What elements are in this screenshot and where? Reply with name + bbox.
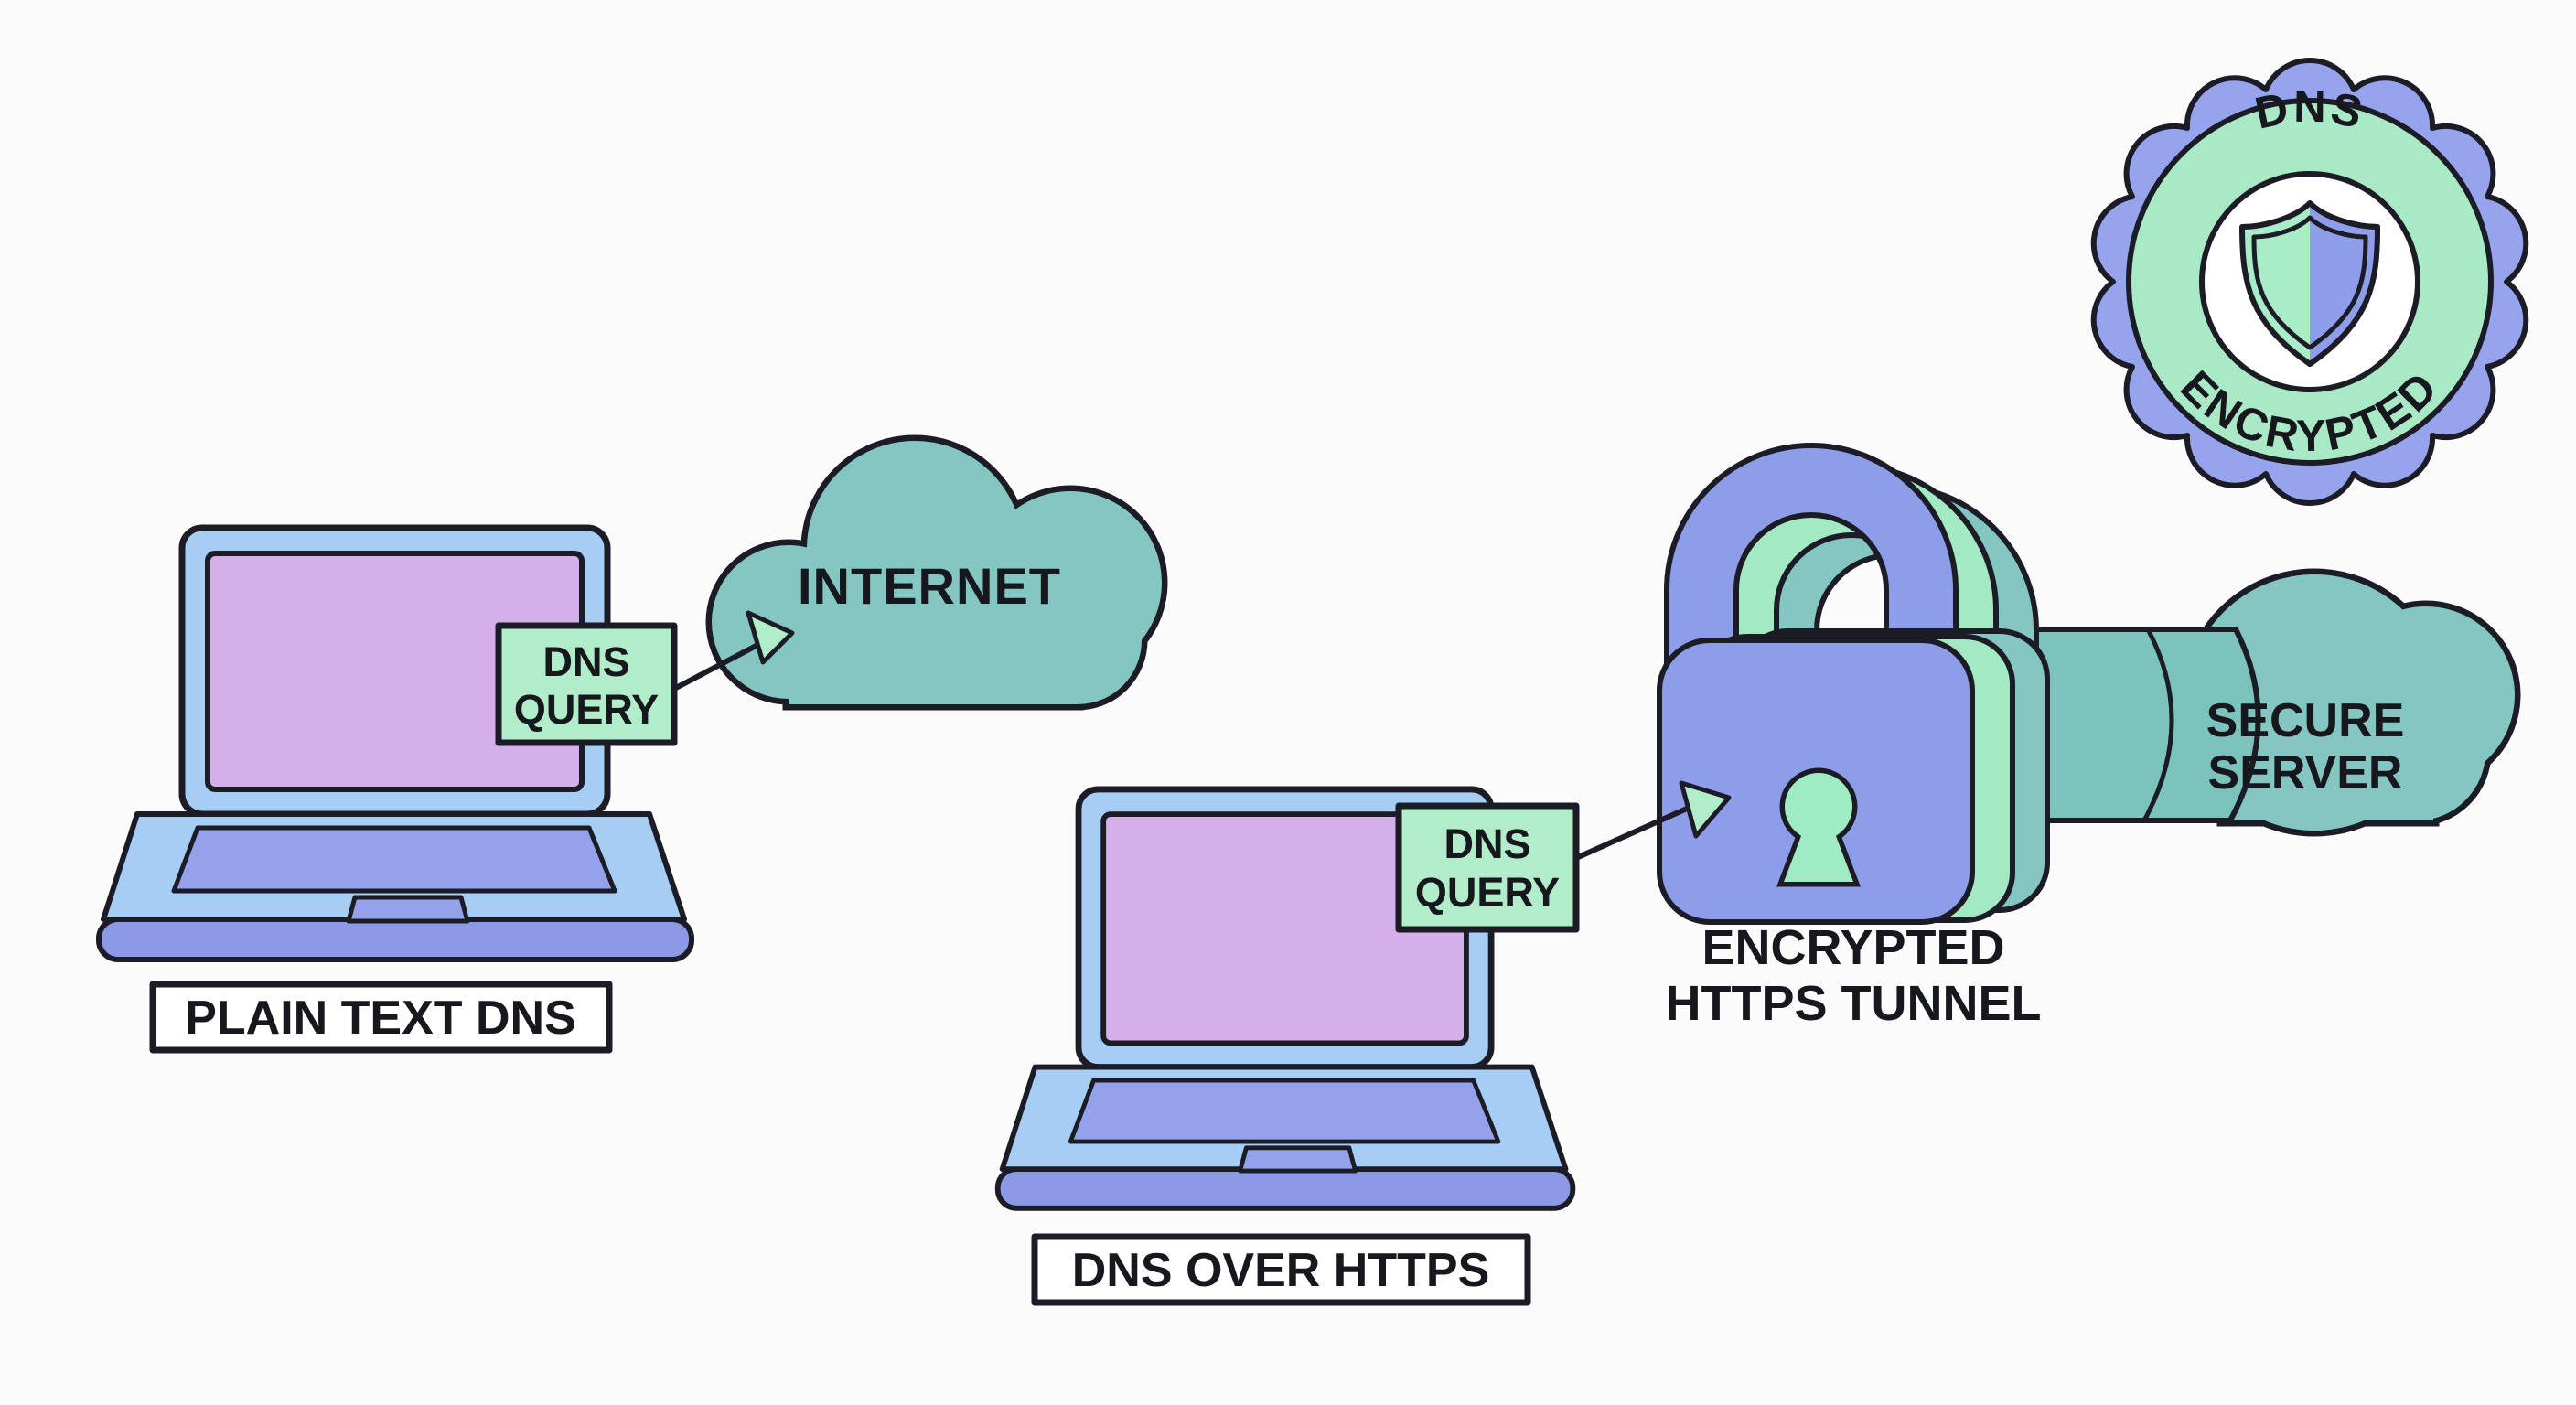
encrypted-tunnel-caption: ENCRYPTED HTTPS TUNNEL [1666,920,2042,1031]
dns-query-tag-left-box [495,622,678,746]
dns-query-left-line1: DNS [542,638,629,685]
dns-over-https-caption-box [1031,1233,1531,1306]
arrow-line [671,638,767,692]
arrow-line [1573,806,1690,861]
arrowhead-icon [1679,780,1732,839]
secure-server-label: SECURE SERVER [2206,694,2405,799]
internet-cloud-label: INTERNET [798,557,1061,615]
plain-text-dns-caption-box [149,981,613,1054]
query-arrow-to-internet [671,610,795,692]
dns-encrypted-badge: DNS ENCRYPTED [2090,58,2529,506]
internet-cloud: INTERNET [712,441,1162,704]
dns-query-left-line2: QUERY [514,686,659,733]
dns-over-https-caption: DNS OVER HTTPS [1031,1233,1531,1306]
dns-query-right-line2: QUERY [1415,869,1560,916]
dns-query-right-line1: DNS [1444,820,1530,867]
secure-server-line1: SECURE [2206,694,2405,747]
query-arrow-to-padlock [1573,780,1732,861]
arrowhead-icon [746,610,795,665]
padlock-shackle-front [1664,443,1959,670]
encrypted-tunnel-line1: ENCRYPTED [1701,920,2004,975]
shield-inner-outline [2251,215,2368,350]
dns-query-tag-right: DNS QUERY [1395,802,1580,933]
tunnel-pipe [2010,627,2261,823]
dns-query-tag-right-box [1395,802,1580,933]
https-tunnel-pipe [2010,627,2261,823]
plain-text-dns-caption: PLAIN TEXT DNS [149,981,613,1054]
dns-over-https-caption-label: DNS OVER HTTPS [1072,1244,1490,1297]
secure-server-line2: SERVER [2208,746,2403,799]
shield-right-half [2310,200,2380,367]
tunnel-pipe-seam [2141,627,2174,823]
padlock-icon [1657,443,2050,925]
plain-text-dns-caption-label: PLAIN TEXT DNS [185,992,576,1045]
shield-icon [2239,200,2380,367]
badge-top-text: DNS [2250,82,2368,139]
dns-query-tag-left: DNS QUERY [495,622,678,746]
keyhole-icon [1784,773,1853,882]
encrypted-tunnel-line2: HTTPS TUNNEL [1666,976,2042,1031]
